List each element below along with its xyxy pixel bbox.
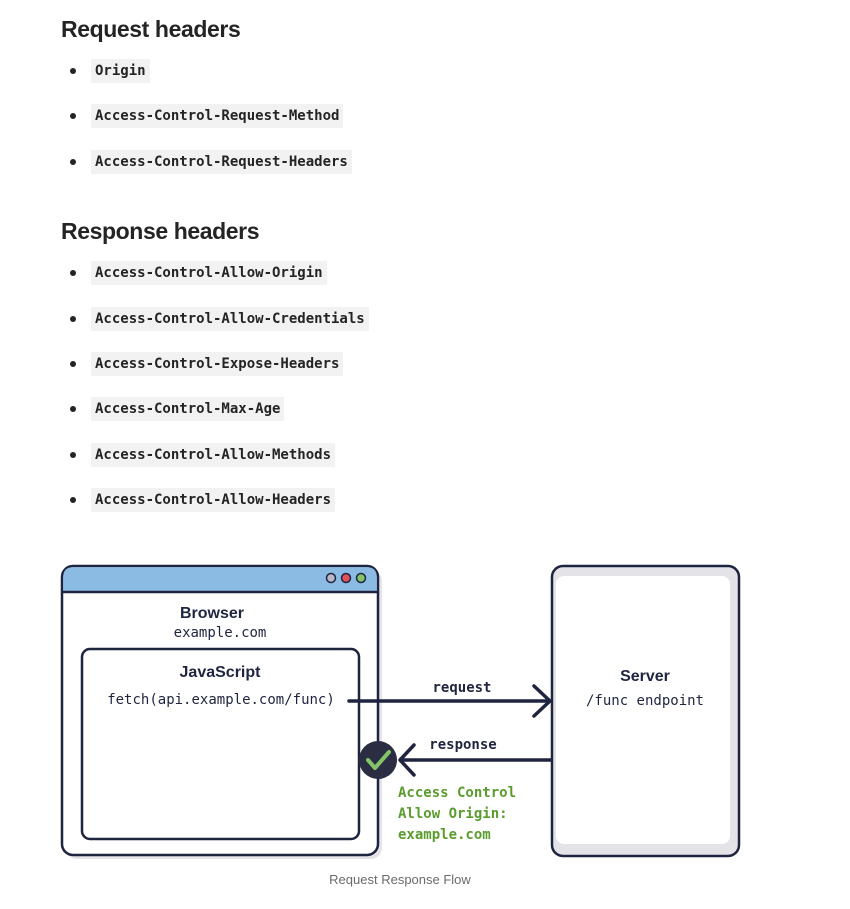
request-arrow: request bbox=[347, 680, 552, 718]
header-code: Access-Control-Allow-Methods bbox=[91, 443, 336, 467]
javascript-box bbox=[80, 647, 361, 841]
server-title: Server bbox=[620, 668, 670, 685]
header-code: Access-Control-Allow-Headers bbox=[91, 488, 336, 512]
list-item: Access-Control-Allow-Methods bbox=[70, 442, 336, 468]
list-item: Origin bbox=[70, 58, 150, 84]
server-box: Server /func endpoint bbox=[550, 564, 741, 858]
server-endpoint: /func endpoint bbox=[586, 693, 704, 709]
acao-line-3: example.com bbox=[398, 827, 491, 843]
browser-title: Browser bbox=[180, 605, 244, 622]
response-headers-heading: Response headers bbox=[61, 218, 260, 244]
bullet bbox=[70, 68, 76, 74]
check-mark bbox=[366, 750, 391, 770]
list-item: Access-Control-Allow-Origin bbox=[70, 260, 327, 286]
browser-titlebar bbox=[63, 567, 377, 592]
figure-caption: Request Response Flow bbox=[329, 872, 471, 887]
response-arrowhead bbox=[398, 743, 416, 777]
list-item: Access-Control-Allow-Credentials bbox=[70, 306, 369, 332]
list-item: Access-Control-Request-Method bbox=[70, 103, 344, 129]
bullet bbox=[70, 406, 76, 412]
header-code: Access-Control-Allow-Origin bbox=[91, 261, 327, 285]
list-item: Access-Control-Request-Headers bbox=[70, 149, 352, 175]
bullet bbox=[70, 316, 76, 322]
bullet bbox=[70, 113, 76, 119]
window-dot-gray bbox=[325, 572, 337, 584]
header-code: Access-Control-Request-Headers bbox=[91, 150, 352, 174]
header-code: Access-Control-Allow-Credentials bbox=[91, 307, 369, 331]
request-headers-heading: Request headers bbox=[61, 16, 241, 42]
bullet bbox=[70, 361, 76, 367]
bullet bbox=[70, 159, 76, 165]
acao-line-1: Access Control bbox=[398, 785, 516, 801]
response-label: response bbox=[429, 737, 496, 753]
check-icon bbox=[359, 741, 397, 779]
bullet bbox=[70, 270, 76, 276]
header-code: Access-Control-Expose-Headers bbox=[91, 352, 344, 376]
acao-line-2: Allow Origin: bbox=[398, 806, 508, 822]
javascript-title: JavaScript bbox=[180, 664, 262, 681]
fetch-code: fetch(api.example.com/func) bbox=[107, 692, 335, 708]
bullet bbox=[70, 452, 76, 458]
browser-window: Browser example.com JavaScript fetch(api… bbox=[60, 564, 382, 859]
request-arrowhead bbox=[532, 684, 552, 718]
window-dot-green bbox=[355, 572, 367, 584]
bullet bbox=[70, 497, 76, 503]
list-item: Access-Control-Max-Age bbox=[70, 396, 285, 422]
list-item: Access-Control-Allow-Headers bbox=[70, 487, 336, 513]
window-dot-red bbox=[340, 572, 352, 584]
server-inner bbox=[556, 576, 730, 844]
response-arrow: response bbox=[398, 737, 555, 777]
list-item: Access-Control-Expose-Headers bbox=[70, 351, 344, 377]
browser-origin: example.com bbox=[174, 625, 267, 641]
header-code: Origin bbox=[91, 59, 150, 83]
check-badge bbox=[359, 741, 397, 779]
header-code: Access-Control-Max-Age bbox=[91, 397, 285, 421]
request-label: request bbox=[432, 680, 491, 696]
header-code: Access-Control-Request-Method bbox=[91, 104, 344, 128]
